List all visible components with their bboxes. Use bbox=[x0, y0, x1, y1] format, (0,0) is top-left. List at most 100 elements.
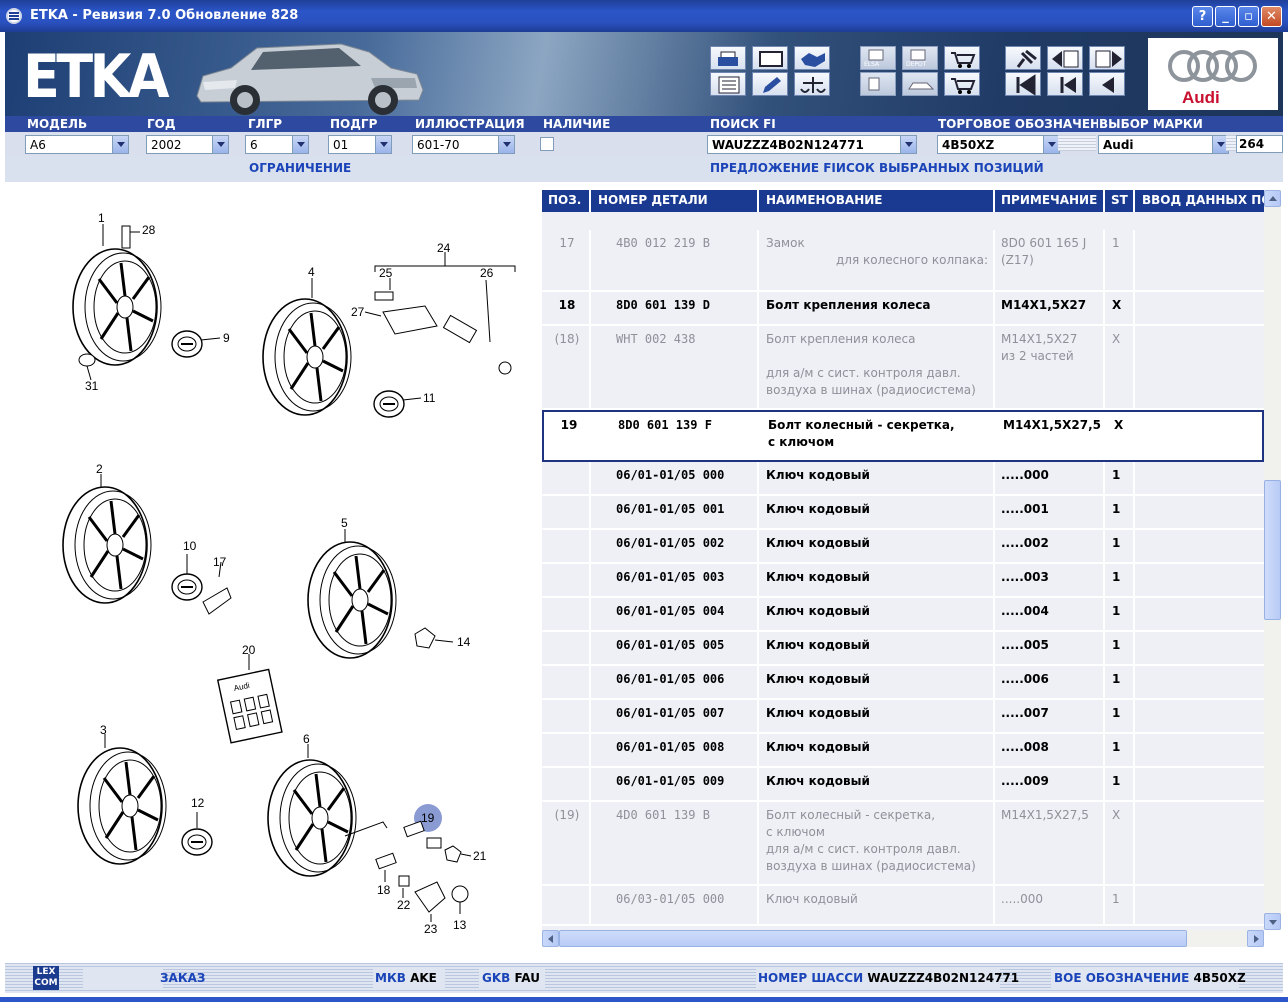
svg-text:2: 2 bbox=[96, 462, 103, 476]
col-note-header[interactable]: ПРИМЕЧАНИЕ bbox=[1001, 193, 1098, 207]
count-field[interactable]: 264 bbox=[1236, 135, 1283, 153]
close-button[interactable]: ✕ bbox=[1261, 6, 1282, 27]
row-part-number: 8D0 601 139 D bbox=[616, 298, 710, 312]
chevron-down-icon[interactable] bbox=[112, 136, 128, 153]
svg-text:25: 25 bbox=[379, 266, 393, 280]
col-st-header[interactable]: ST bbox=[1111, 193, 1128, 207]
sub-group-select[interactable]: 01 bbox=[328, 135, 392, 154]
vertical-scrollbar[interactable] bbox=[1264, 190, 1281, 930]
year-select[interactable]: 2002 bbox=[146, 135, 229, 154]
scroll-left-icon[interactable] bbox=[542, 930, 559, 947]
row-st: 1 bbox=[1112, 638, 1121, 652]
first-icon[interactable] bbox=[1005, 72, 1041, 96]
app-icon[interactable] bbox=[6, 8, 22, 24]
row-part-number: 06/01-01/05 007 bbox=[616, 706, 725, 720]
cart-icon[interactable] bbox=[944, 72, 980, 96]
row-name: Ключ кодовый bbox=[766, 891, 858, 908]
handshake-icon[interactable] bbox=[794, 46, 830, 70]
maximize-button[interactable]: ▫ bbox=[1238, 6, 1259, 27]
minimize-button[interactable]: _ bbox=[1215, 6, 1236, 27]
row-part-number: 06/01-01/05 009 bbox=[616, 774, 725, 788]
chevron-down-icon[interactable] bbox=[900, 136, 916, 153]
main-group-select[interactable]: 6 bbox=[245, 135, 309, 154]
row-name: Ключ кодовый bbox=[766, 501, 870, 518]
row-name: Ключ кодовый bbox=[766, 671, 870, 688]
horizontal-scrollbar[interactable] bbox=[542, 930, 1264, 947]
row-note: .....000 bbox=[1001, 891, 1043, 908]
chevron-down-icon[interactable] bbox=[1043, 136, 1059, 153]
window-icon[interactable] bbox=[752, 46, 788, 70]
print-icon[interactable] bbox=[710, 46, 746, 70]
row-name-line: Болт колесный - секретка, bbox=[766, 808, 936, 822]
svg-text:9: 9 bbox=[223, 331, 230, 345]
svg-text:11: 11 bbox=[423, 391, 436, 405]
brand-select[interactable]: Audi bbox=[1098, 135, 1229, 154]
scroll-up-icon[interactable] bbox=[1264, 190, 1281, 207]
scroll-right-icon[interactable] bbox=[1247, 930, 1264, 947]
depot-icon[interactable]: DEPOT bbox=[902, 46, 938, 70]
scroll-thumb[interactable] bbox=[1264, 480, 1281, 620]
restriction-heading[interactable]: ОГРАНИЧЕНИЕ bbox=[249, 161, 352, 175]
stock-label: НАЛИЧИЕ bbox=[543, 117, 611, 131]
search-select[interactable]: WAUZZZ4B02N124771 bbox=[707, 135, 917, 154]
prev-page-icon[interactable] bbox=[1047, 46, 1083, 70]
trade-select[interactable]: 4B50XZ bbox=[937, 135, 1060, 154]
taskbar-strip bbox=[0, 997, 1288, 1002]
row-st: 1 bbox=[1112, 236, 1120, 250]
order-label[interactable]: ЗАКАЗ bbox=[160, 971, 206, 985]
elsa-icon[interactable]: ELSA bbox=[860, 46, 896, 70]
scroll-thumb-horizontal[interactable] bbox=[559, 930, 1187, 947]
chevron-down-icon[interactable] bbox=[292, 136, 308, 153]
col-pos-header[interactable]: ПОЗ. bbox=[548, 193, 582, 207]
row-name-line: воздуха в шинах (радиосистема) bbox=[766, 859, 976, 873]
left-arrow-icon[interactable] bbox=[1089, 72, 1125, 96]
chevron-down-icon[interactable] bbox=[212, 136, 228, 153]
car-doc-icon[interactable] bbox=[902, 72, 938, 96]
mkb-status: МКВ AKE bbox=[375, 971, 437, 985]
next-page-icon[interactable] bbox=[1089, 46, 1125, 70]
sub-group-label: ПОДГР bbox=[330, 117, 378, 131]
row-name-line: Ключ кодовый bbox=[766, 468, 870, 482]
row-note-line: из 2 частей bbox=[1001, 349, 1074, 363]
back-icon[interactable] bbox=[1047, 72, 1083, 96]
edit-icon[interactable] bbox=[752, 72, 788, 96]
brand-label: ВЫБОР МАРКИ bbox=[1099, 117, 1203, 131]
cart-transfer-icon[interactable] bbox=[944, 46, 980, 70]
proposal-heading[interactable]: ПРЕДЛОЖЕНИЕ FIИСОК ВЫБРАННЫХ ПОЗИЦИЙ bbox=[710, 161, 1044, 175]
list-icon[interactable] bbox=[710, 72, 746, 96]
col-input-header[interactable]: ВВОД ДАННЫХ ПО bbox=[1142, 193, 1264, 207]
chevron-down-icon[interactable] bbox=[498, 136, 514, 153]
col-name-header[interactable]: НАИМЕНОВАНИЕ bbox=[766, 193, 883, 207]
chevron-down-icon[interactable] bbox=[375, 136, 391, 153]
lexcom-logo[interactable]: LEX COM bbox=[33, 966, 59, 990]
row-note-line: .....005 bbox=[1001, 638, 1049, 652]
pin-icon[interactable] bbox=[1005, 46, 1041, 70]
scale-icon[interactable] bbox=[794, 72, 830, 96]
terminal-icon[interactable] bbox=[860, 72, 896, 96]
stock-checkbox[interactable] bbox=[540, 137, 554, 151]
help-button[interactable]: ? bbox=[1192, 6, 1213, 27]
chevron-down-icon[interactable] bbox=[1212, 136, 1228, 153]
scroll-down-icon[interactable] bbox=[1264, 913, 1281, 930]
illustration-select[interactable]: 601-70 bbox=[412, 135, 515, 154]
col-part-header[interactable]: НОМЕР ДЕТАЛИ bbox=[598, 193, 708, 207]
model-select[interactable]: A6 bbox=[25, 135, 129, 154]
svg-text:20: 20 bbox=[242, 643, 256, 657]
row-pos: 19 bbox=[560, 418, 578, 432]
